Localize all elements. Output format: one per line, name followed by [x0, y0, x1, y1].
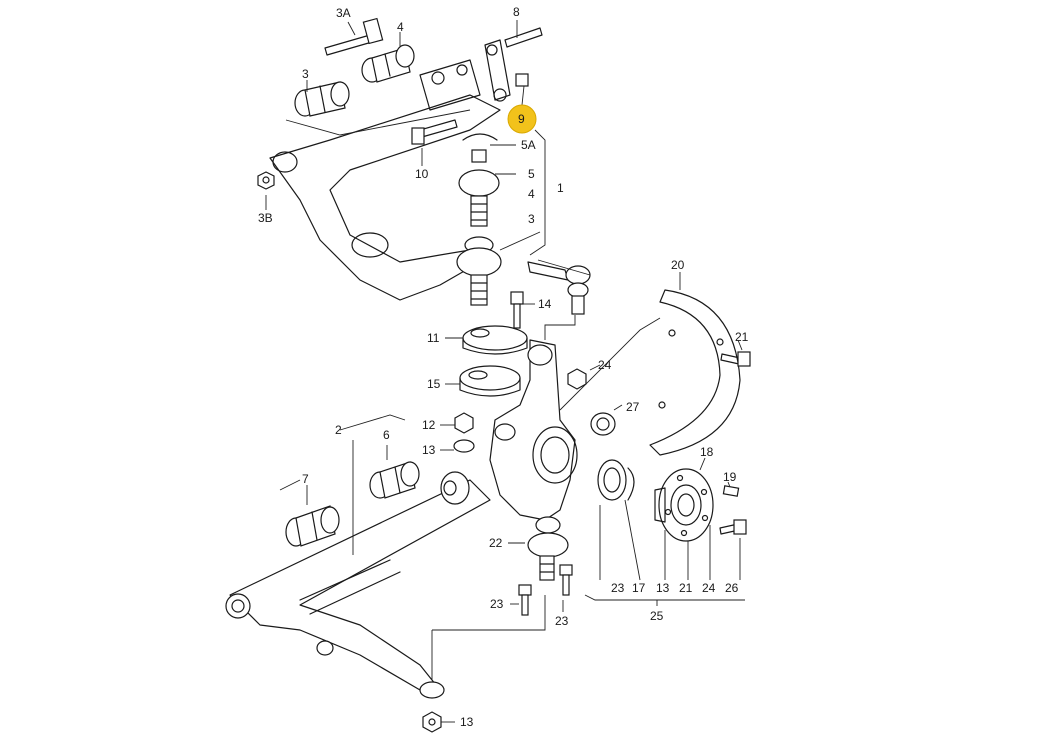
ball-joint-5 [458, 133, 500, 227]
nut-13-bottom [422, 711, 442, 733]
wheel-bearing [597, 459, 635, 501]
ball-joint-lower-upper-arm [456, 236, 502, 306]
bolt-14 [510, 291, 524, 329]
label-24-group: 24 [702, 581, 716, 595]
bolt-10 [411, 119, 458, 145]
label-14: 14 [538, 297, 552, 311]
steering-knuckle [489, 339, 578, 521]
bolt-23-right [559, 564, 573, 596]
label-23-left: 23 [490, 597, 504, 611]
label-17: 17 [632, 581, 646, 595]
label-11: 11 [427, 331, 440, 345]
bushing-lower-front [440, 471, 470, 505]
label-25: 25 [650, 609, 664, 623]
leader-lines [265, 20, 745, 723]
bolt-26 [719, 519, 747, 535]
label-26: 26 [725, 581, 739, 595]
label-1: 1 [557, 181, 564, 195]
ball-joint-22 [527, 516, 569, 581]
bushing-3-upper [294, 81, 350, 117]
seal-27 [590, 412, 616, 436]
label-21-upper: 21 [735, 330, 749, 344]
label-4-upper: 4 [397, 20, 404, 34]
label-21-group: 21 [679, 581, 693, 595]
label-9: 9 [518, 112, 525, 126]
label-24-upper: 24 [598, 358, 612, 372]
label-6: 6 [383, 428, 390, 442]
bolt-23-left [518, 584, 532, 616]
label-13-group: 13 [656, 581, 670, 595]
splash-shield-20 [649, 289, 741, 456]
nut-12 [453, 412, 475, 453]
label-23-right: 23 [555, 614, 569, 628]
label-8: 8 [513, 5, 520, 19]
part-labels: 3A 4 3 8 10 5A 5 4 1 3 3B 14 11 15 12 13… [258, 5, 749, 729]
label-7: 7 [302, 472, 309, 486]
bushing-6-lower [369, 461, 420, 499]
label-4-mid: 4 [528, 187, 535, 201]
bushing-7-lower [285, 505, 340, 547]
nut-3b [257, 171, 275, 190]
label-18: 18 [700, 445, 714, 459]
label-20: 20 [671, 258, 685, 272]
shim-11 [462, 325, 528, 355]
bushing-4-upper [361, 44, 415, 83]
label-23-group: 23 [611, 581, 625, 595]
highlight-callout-9[interactable]: 9 [507, 85, 537, 134]
lower-control-arm [225, 479, 491, 699]
bolt-3a [324, 17, 384, 56]
label-5a: 5A [521, 138, 536, 152]
label-3-mid: 3 [528, 212, 535, 226]
label-3-upper: 3 [302, 67, 309, 81]
label-13-bottom: 13 [460, 715, 474, 729]
nut-24 [567, 368, 587, 390]
upper-control-arm [269, 59, 501, 301]
spacer-15 [459, 365, 521, 397]
highlight-marker[interactable] [507, 104, 537, 134]
label-27: 27 [626, 400, 640, 414]
stud-19 [722, 485, 740, 497]
label-13-upper: 13 [422, 443, 436, 457]
bolt-8-bracket [484, 27, 543, 102]
label-5: 5 [528, 167, 535, 181]
bolt-21 [720, 351, 751, 367]
label-12: 12 [422, 418, 436, 432]
label-22: 22 [489, 536, 503, 550]
label-19: 19 [723, 470, 737, 484]
label-15: 15 [427, 377, 441, 391]
label-10: 10 [415, 167, 429, 181]
label-3a: 3A [336, 6, 351, 20]
wheel-hub-18 [654, 468, 714, 542]
label-3b: 3B [258, 211, 273, 225]
label-2: 2 [335, 423, 342, 437]
